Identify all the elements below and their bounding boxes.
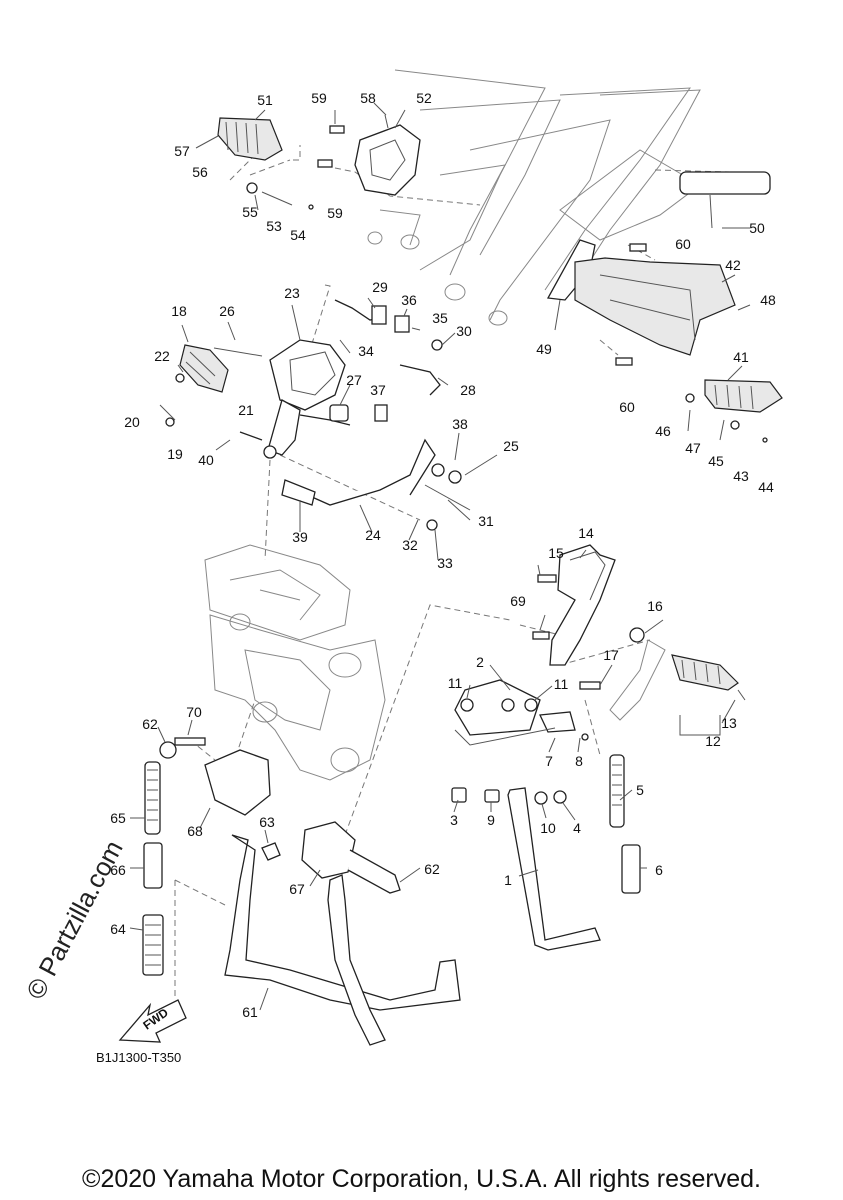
callout-7: 7 bbox=[545, 753, 553, 769]
brake-pedal-assembly bbox=[159, 299, 471, 531]
callout-37: 37 bbox=[370, 382, 386, 398]
callout-4: 4 bbox=[573, 820, 581, 836]
callout-50: 50 bbox=[749, 220, 765, 236]
callout-55: 55 bbox=[242, 204, 258, 220]
leader-lines bbox=[129, 102, 751, 1011]
diagram-code: B1J1300-T350 bbox=[96, 1050, 182, 1065]
frame-rails bbox=[367, 69, 701, 326]
callout-27: 27 bbox=[346, 372, 362, 388]
callout-3: 3 bbox=[450, 812, 458, 828]
callout-10: 10 bbox=[540, 820, 556, 836]
callout-5: 5 bbox=[636, 782, 644, 798]
callout-35: 35 bbox=[432, 310, 448, 326]
rear-footrest-right bbox=[546, 171, 783, 443]
callout-2: 2 bbox=[476, 654, 484, 670]
callout-31: 31 bbox=[478, 513, 494, 529]
callout-39: 39 bbox=[292, 529, 308, 545]
callout-23: 23 bbox=[284, 285, 300, 301]
callout-38: 38 bbox=[452, 416, 468, 432]
callout-60-top: 60 bbox=[675, 236, 691, 252]
callout-58: 58 bbox=[360, 90, 376, 106]
callout-14: 14 bbox=[578, 525, 594, 541]
callout-17: 17 bbox=[603, 647, 619, 663]
callout-54: 54 bbox=[290, 227, 306, 243]
callout-65: 65 bbox=[110, 810, 126, 826]
callout-25: 25 bbox=[503, 438, 519, 454]
callout-24: 24 bbox=[365, 527, 381, 543]
callout-20: 20 bbox=[124, 414, 140, 430]
callout-70: 70 bbox=[186, 704, 202, 720]
callout-21: 21 bbox=[238, 402, 254, 418]
rear-footrest-left bbox=[217, 114, 421, 210]
callout-40: 40 bbox=[198, 452, 214, 468]
engine-ghost bbox=[204, 544, 386, 781]
side-stand bbox=[451, 679, 641, 951]
callout-44: 44 bbox=[758, 479, 774, 495]
callout-13: 13 bbox=[721, 715, 737, 731]
callout-61: 61 bbox=[242, 1004, 258, 1020]
callout-48: 48 bbox=[760, 292, 776, 308]
callout-63: 63 bbox=[259, 814, 275, 830]
callout-64: 64 bbox=[110, 921, 126, 937]
callout-42: 42 bbox=[725, 257, 741, 273]
callout-57: 57 bbox=[174, 143, 190, 159]
callout-11-left: 11 bbox=[447, 675, 463, 691]
fwd-arrow-icon bbox=[118, 999, 187, 1043]
callout-66: 66 bbox=[110, 862, 126, 878]
callout-59-bottom: 59 bbox=[327, 205, 343, 221]
copyright-footer: ©2020 Yamaha Motor Corporation, U.S.A. A… bbox=[82, 1165, 761, 1193]
callout-34: 34 bbox=[358, 343, 374, 359]
callout-62-right: 62 bbox=[424, 861, 440, 877]
callout-32: 32 bbox=[402, 537, 418, 553]
callout-60-bottom: 60 bbox=[619, 399, 635, 415]
callout-46: 46 bbox=[655, 423, 671, 439]
callout-29: 29 bbox=[372, 279, 388, 295]
callout-15: 15 bbox=[548, 545, 564, 561]
callout-45: 45 bbox=[708, 453, 724, 469]
callout-30: 30 bbox=[456, 323, 472, 339]
callout-12: 12 bbox=[705, 733, 721, 749]
callout-22: 22 bbox=[154, 348, 170, 364]
callout-49: 49 bbox=[536, 341, 552, 357]
callout-51: 51 bbox=[257, 92, 273, 108]
callout-16: 16 bbox=[647, 598, 663, 614]
callout-67: 67 bbox=[289, 881, 305, 897]
callout-28: 28 bbox=[460, 382, 476, 398]
callout-6: 6 bbox=[655, 862, 663, 878]
callout-8: 8 bbox=[575, 753, 583, 769]
callout-19: 19 bbox=[167, 446, 183, 462]
callout-1: 1 bbox=[504, 872, 512, 888]
callout-59-top: 59 bbox=[311, 90, 327, 106]
callout-43: 43 bbox=[733, 468, 749, 484]
callout-9: 9 bbox=[487, 812, 495, 828]
center-stand bbox=[142, 737, 461, 1046]
callout-69: 69 bbox=[510, 593, 526, 609]
callout-11-right: 11 bbox=[553, 676, 569, 692]
callout-52: 52 bbox=[416, 90, 432, 106]
callout-36: 36 bbox=[401, 292, 417, 308]
callout-33: 33 bbox=[437, 555, 453, 571]
callout-47: 47 bbox=[685, 440, 701, 456]
callout-18: 18 bbox=[171, 303, 187, 319]
callout-56: 56 bbox=[192, 164, 208, 180]
callout-41: 41 bbox=[733, 349, 749, 365]
front-footrest-right bbox=[532, 544, 746, 721]
callout-62-left: 62 bbox=[142, 716, 158, 732]
callout-53: 53 bbox=[266, 218, 282, 234]
callout-68: 68 bbox=[187, 823, 203, 839]
callout-26: 26 bbox=[219, 303, 235, 319]
